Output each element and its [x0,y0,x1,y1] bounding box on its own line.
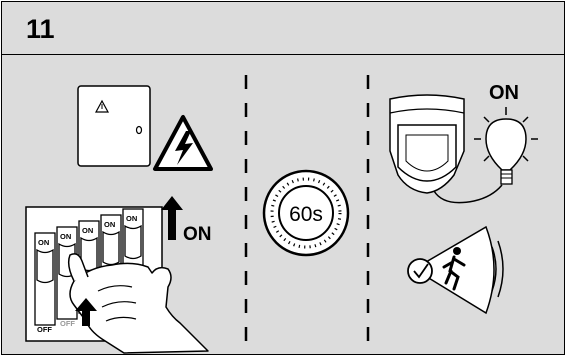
step-number: 11 [26,14,55,44]
up-arrow-icon [161,196,183,240]
hand-icon [67,253,209,354]
motion-sensor-icon [389,94,503,204]
breaker-on-label: ON [183,224,212,245]
timer-label: 60s [289,203,323,226]
lamp-on-label: ON [489,82,519,104]
timer-dial-icon [262,169,350,257]
svg-text:ON: ON [82,226,93,235]
breaker-off-label: OFF [37,325,52,334]
illustration-canvas: ON ON ON ON ON OFF OFF [25,75,538,354]
junction-box-icon [77,85,151,167]
breaker-on-labels: ON ON ON ON ON [38,214,137,247]
breaker-off-label: OFF [60,319,75,328]
high-voltage-warning-icon [153,115,213,171]
svg-text:ON: ON [104,220,115,229]
light-bulb-icon [474,107,538,185]
motion-detection-icon [407,225,504,315]
breaker-up-arrow-icon [75,298,97,326]
svg-text:ON: ON [126,214,137,223]
illustration-area: ON ON ON ON ON OFF OFF [2,55,564,355]
svg-text:ON: ON [38,238,49,247]
step-header: 11 [2,2,564,55]
svg-text:ON: ON [60,232,71,241]
